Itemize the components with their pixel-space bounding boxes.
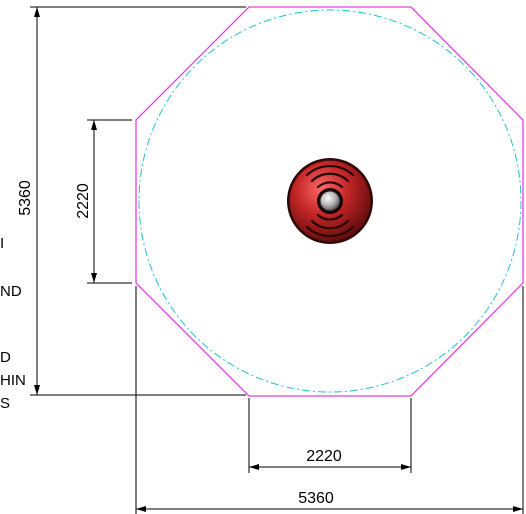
coverage-circle — [138, 9, 522, 393]
outer-width-label: 5360 — [298, 490, 334, 507]
dimension-flat-width — [248, 398, 412, 473]
flat-height-label: 2220 — [75, 183, 92, 219]
left-note-5: S — [0, 395, 10, 412]
fire-alarm-sounder-icon — [287, 158, 373, 244]
left-note-4: HIN — [0, 372, 26, 389]
octagon-area-outline — [135, 6, 524, 397]
left-note-1: I — [0, 235, 4, 252]
dimension-flat-height — [87, 119, 132, 284]
flat-width-label: 2220 — [306, 448, 342, 465]
outer-height-label: 5360 — [17, 180, 34, 216]
dimension-outer-width — [135, 286, 524, 514]
left-note-3: D — [0, 349, 11, 366]
left-note-2: ND — [0, 283, 22, 300]
dimension-outer-height — [30, 6, 246, 396]
